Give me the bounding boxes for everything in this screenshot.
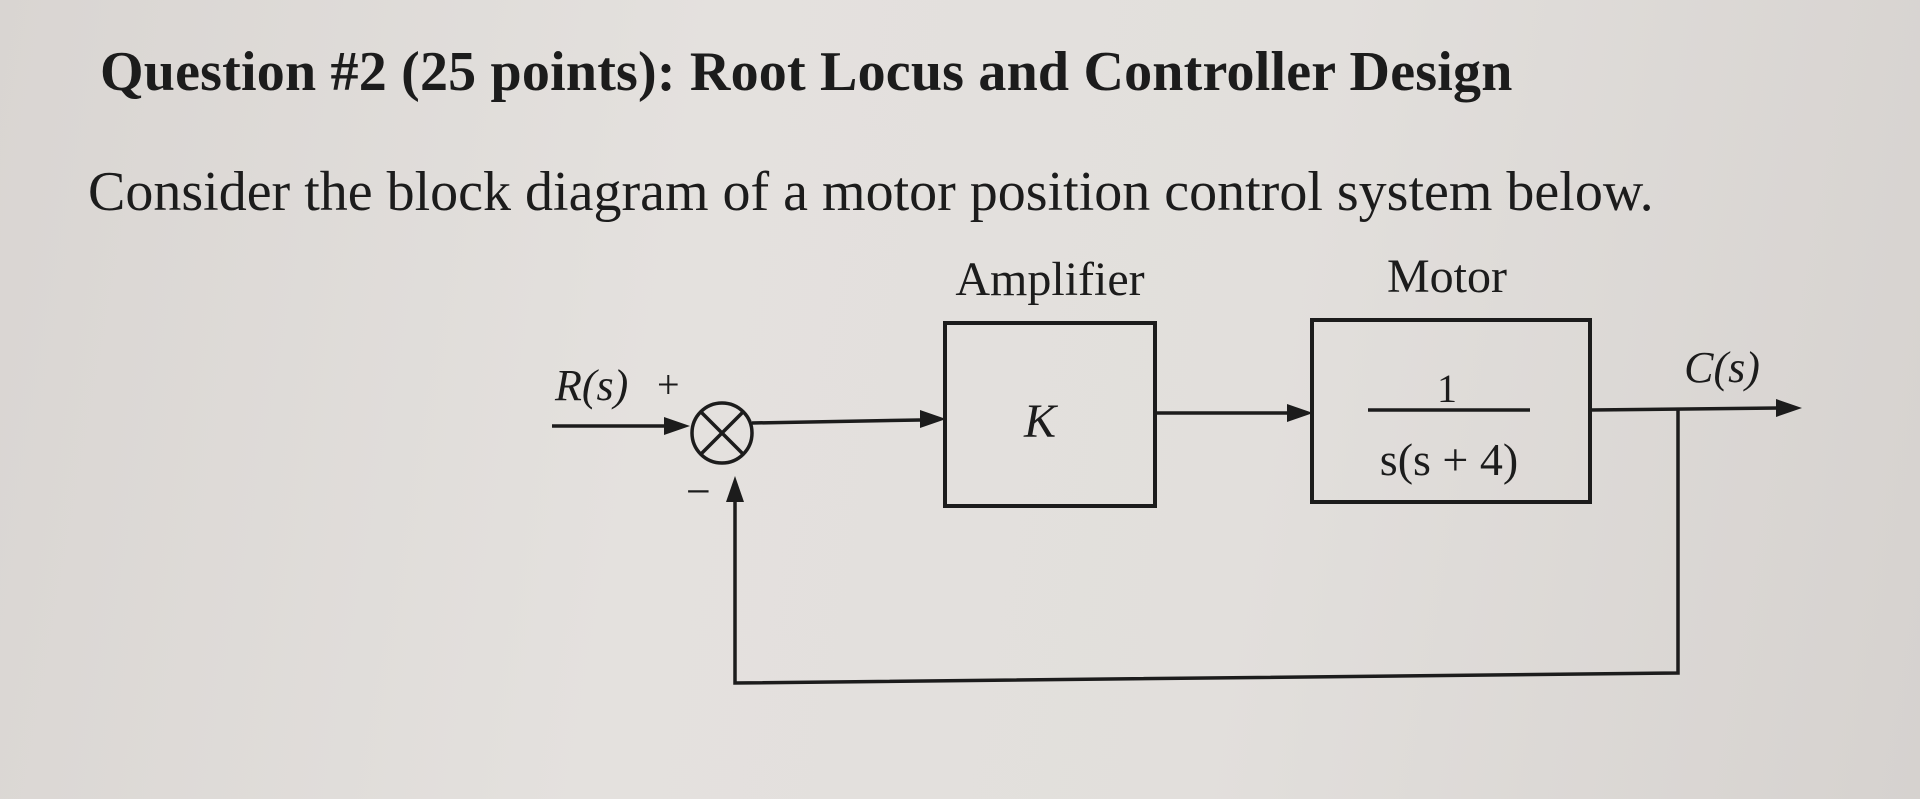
motor-numerator: 1 — [1437, 366, 1457, 411]
amplifier-gain: K — [1023, 395, 1059, 448]
feedback-path — [733, 410, 1680, 685]
plus-sign: + — [657, 362, 680, 407]
output-label: C(s) — [1684, 343, 1760, 392]
feedback-arrowhead — [726, 476, 744, 502]
error-signal-line — [751, 418, 921, 425]
motor-title: Motor — [1387, 250, 1507, 303]
amplifier-block — [943, 321, 1157, 508]
motor-block — [1310, 318, 1592, 504]
motor-denominator: s(s + 4) — [1380, 434, 1518, 485]
output-line — [1589, 406, 1781, 412]
amplifier-to-motor-arrowhead — [1287, 404, 1313, 422]
input-label: R(s) — [554, 361, 628, 410]
output-arrowhead — [1776, 399, 1802, 417]
error-signal-arrowhead — [920, 410, 946, 428]
amplifier-title: Amplifier — [955, 253, 1144, 306]
summing-junction — [690, 401, 754, 465]
input-arrowhead — [664, 417, 690, 435]
question-heading: Question #2 (25 points): Root Locus and … — [100, 41, 1513, 103]
minus-sign: − — [686, 467, 711, 516]
question-intro: Consider the block diagram of a motor po… — [88, 161, 1654, 223]
